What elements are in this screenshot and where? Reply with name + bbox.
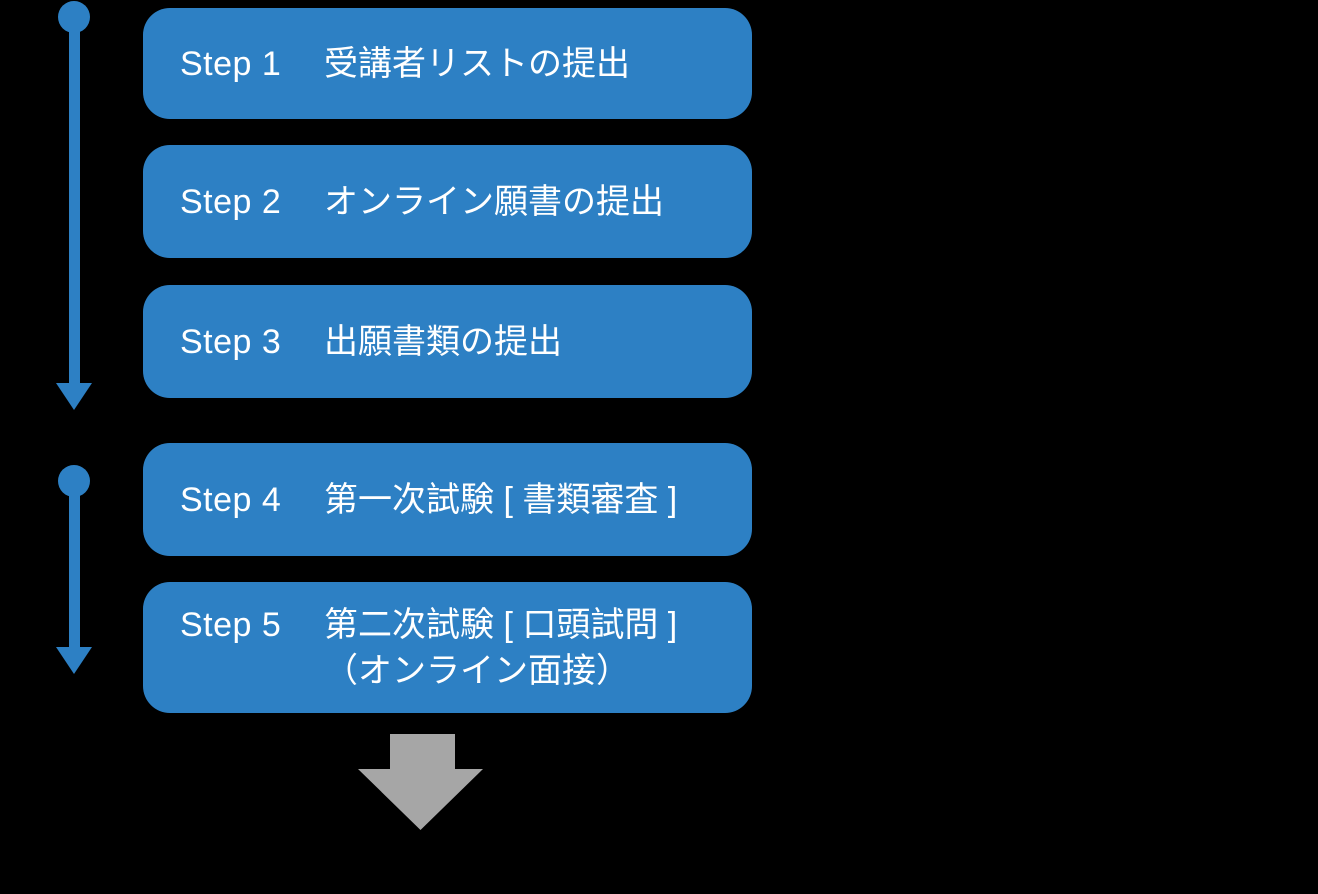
step-5-label: Step 5 — [180, 605, 282, 644]
step-box-1: Step 1 受講者リストの提出 — [143, 8, 752, 119]
step-3-title: 出願書類の提出 — [324, 322, 562, 361]
step-2-label: Step 2 — [180, 182, 282, 221]
step-2-title: オンライン願書の提出 — [324, 182, 664, 221]
block-down-arrow-icon — [358, 734, 483, 830]
step-1-title: 受講者リストの提出 — [324, 44, 630, 83]
step-box-4: Step 4 第一次試験 [ 書類審査 ] — [143, 443, 752, 556]
phase-2-arrow-shaft — [69, 481, 80, 647]
phase-1-arrow-shaft — [69, 17, 80, 383]
step-5-subtitle: （オンライン面接） — [324, 651, 630, 690]
step-5-title: 第二次試験 [ 口頭試問 ] — [324, 605, 678, 644]
phase-2-arrowhead-icon — [56, 647, 92, 674]
step-3-label: Step 3 — [180, 322, 282, 361]
step-4-title: 第一次試験 [ 書類審査 ] — [324, 480, 678, 519]
step-box-2: Step 2 オンライン願書の提出 — [143, 145, 752, 258]
step-box-3: Step 3 出願書類の提出 — [143, 285, 752, 398]
phase-1-arrowhead-icon — [56, 383, 92, 410]
step-box-5: Step 5 第二次試験 [ 口頭試問 ] （オンライン面接） — [143, 582, 752, 713]
step-4-label: Step 4 — [180, 480, 282, 519]
step-1-label: Step 1 — [180, 44, 282, 83]
